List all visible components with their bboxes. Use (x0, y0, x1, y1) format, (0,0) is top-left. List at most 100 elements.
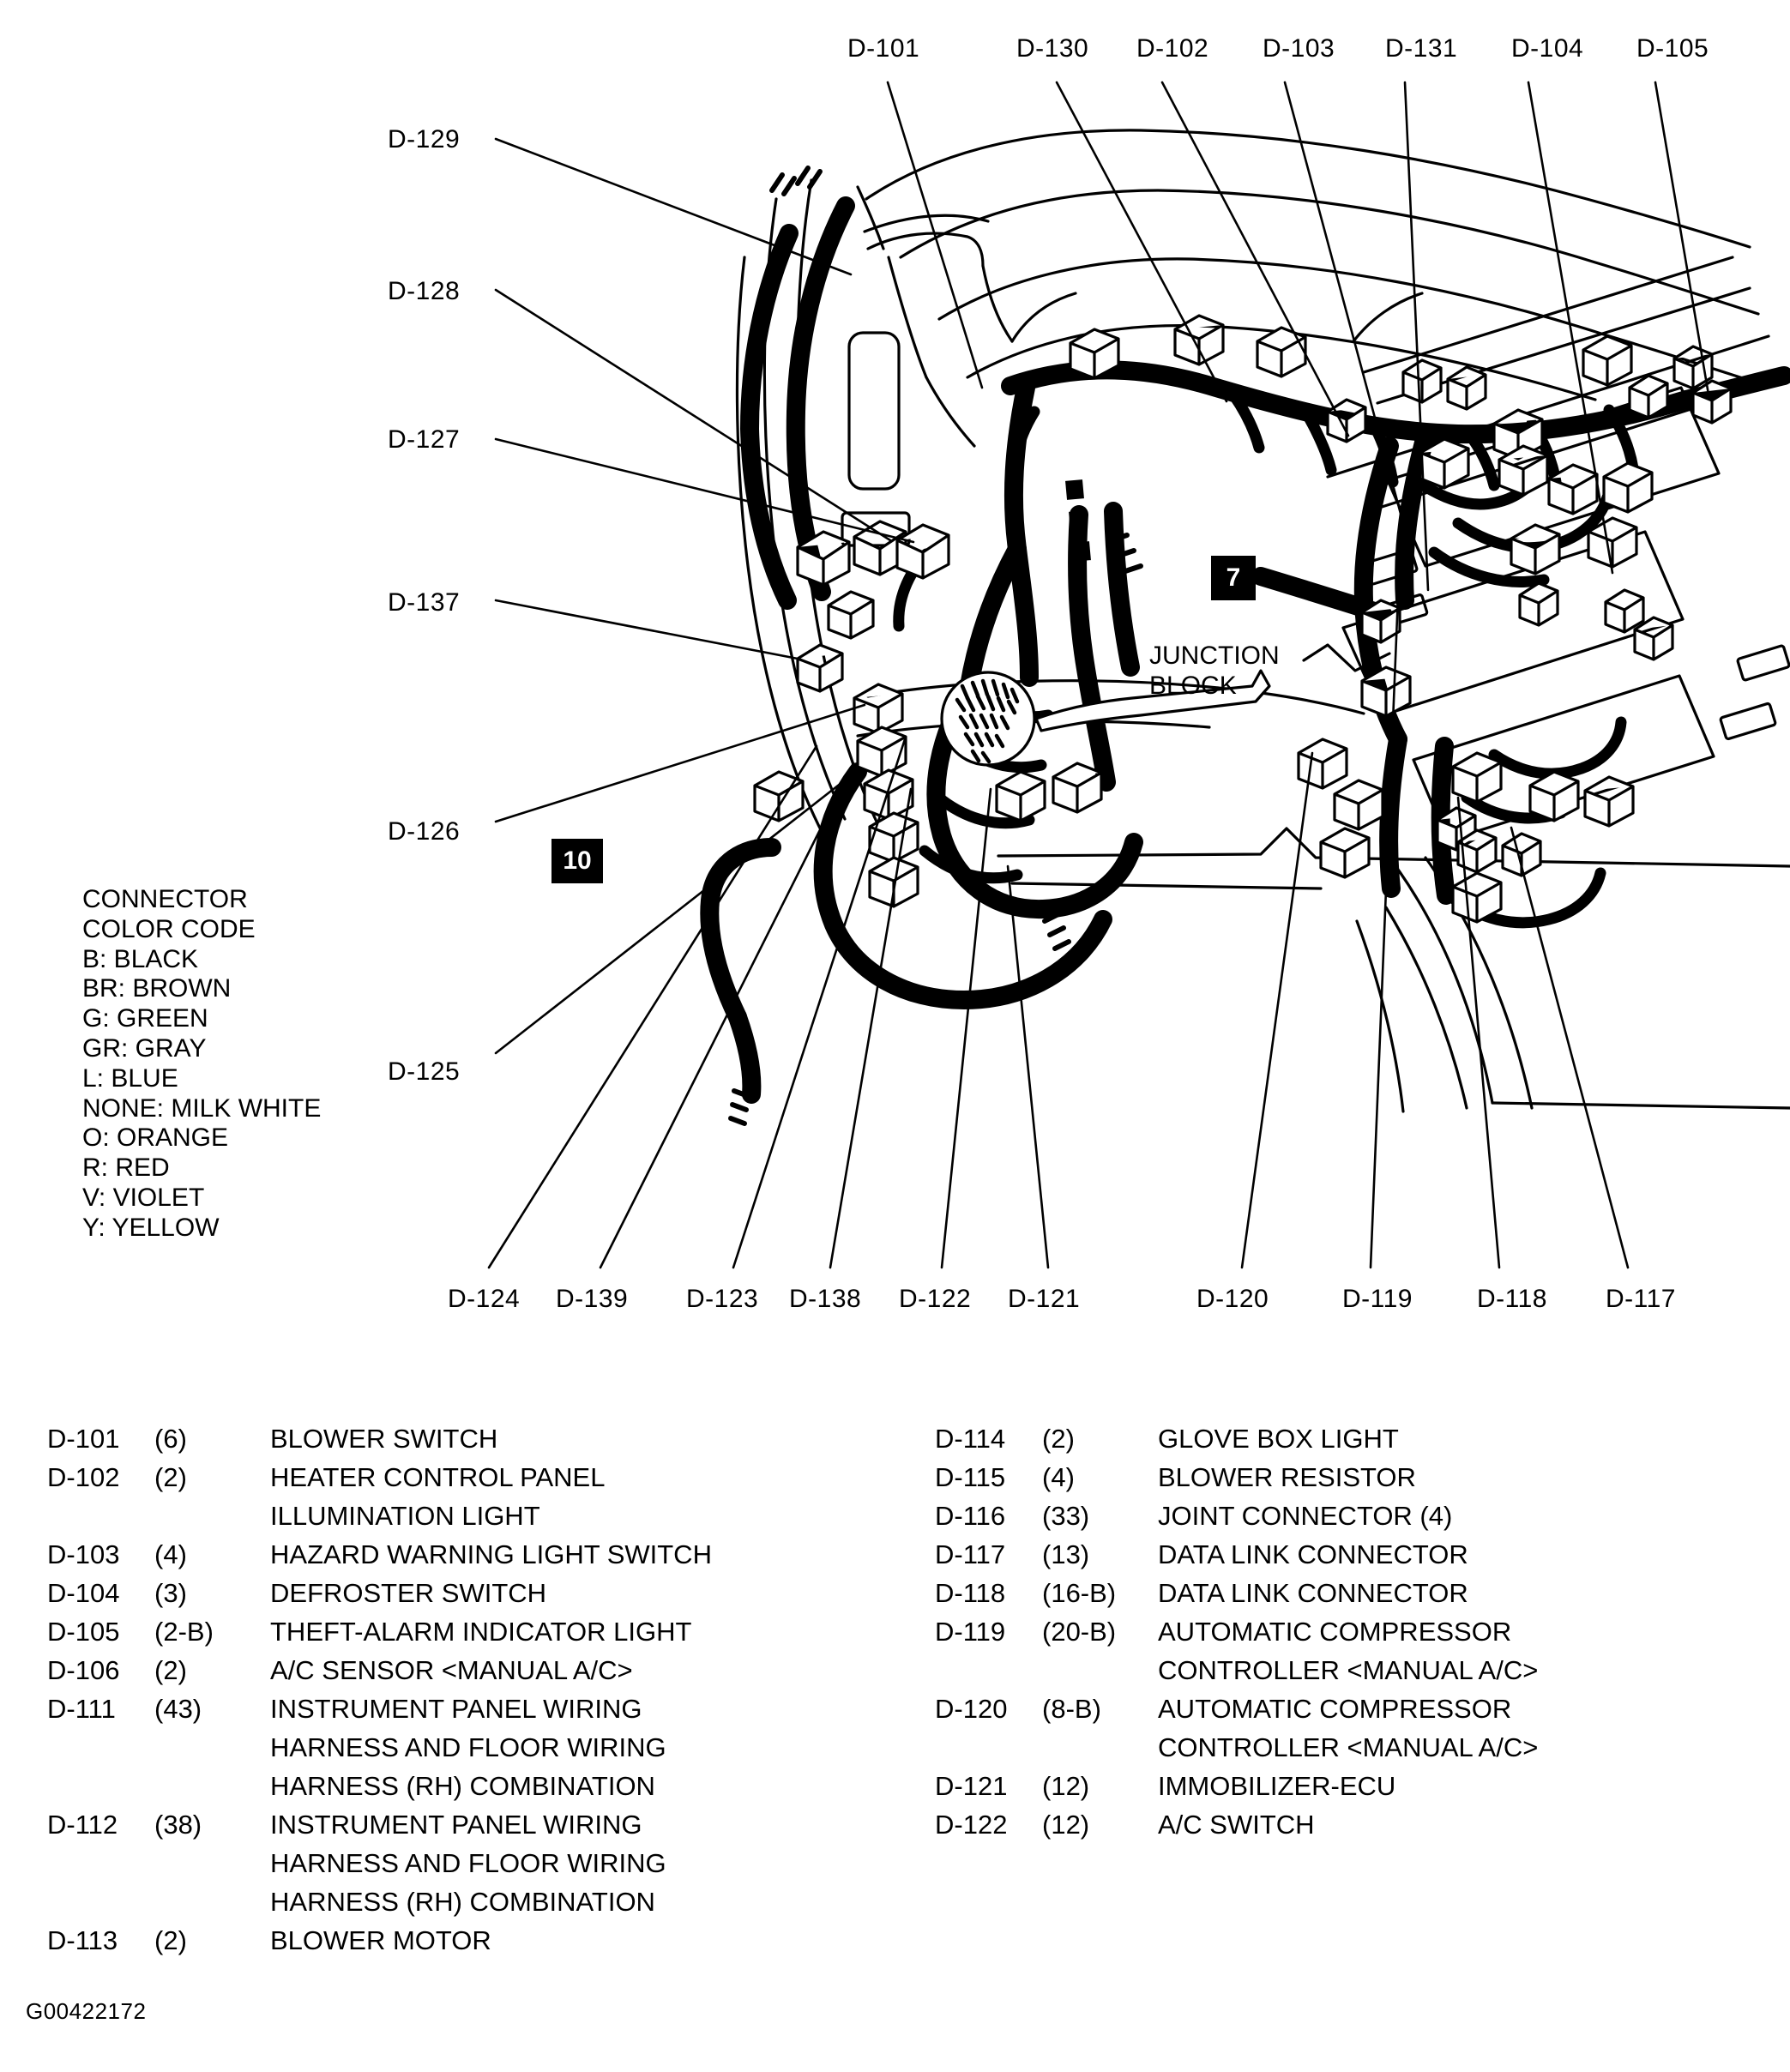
connector-list-row: HARNESS AND FLOOR WIRING (47, 1844, 905, 1882)
dashboard-illustration (487, 81, 1790, 1269)
step-badge-7: 7 (1211, 556, 1256, 600)
callout-d-123: D-123 (686, 1285, 759, 1313)
callout-d-126: D-126 (388, 817, 461, 846)
connector-list-row: HARNESS (RH) COMBINATION (47, 1882, 905, 1921)
connector-description: HARNESS AND FLOOR WIRING (270, 1732, 666, 1762)
connector-description: A/C SENSOR <MANUAL A/C> (270, 1655, 633, 1685)
color-code-entry: V: VIOLET (82, 1183, 205, 1212)
connector-pin-count: (3) (154, 1578, 187, 1608)
connector-list-row: D-119 (20-B) AUTOMATIC COMPRESSOR (935, 1612, 1758, 1651)
connector-description: BLOWER RESISTOR (1158, 1462, 1416, 1492)
connector-code: D-122 (935, 1810, 1008, 1840)
connector-list-row: D-120(8-B)AUTOMATIC COMPRESSOR (935, 1690, 1758, 1728)
leader-line-d-123 (732, 738, 907, 1269)
junction-block-pointer (1034, 669, 1271, 732)
callout-d-131: D-131 (1385, 34, 1458, 63)
callout-d-105: D-105 (1636, 34, 1709, 63)
connector-pin-count: (2) (154, 1462, 187, 1492)
connector-code: D-112 (47, 1810, 118, 1840)
callout-d-103: D-103 (1263, 34, 1335, 63)
color-code-title-2: COLOR CODE (82, 914, 256, 943)
connector-list-row: D-102(2)HEATER CONTROL PANEL (47, 1458, 905, 1497)
callout-d-130: D-130 (1016, 34, 1089, 63)
color-code-entry: G: GREEN (82, 1004, 208, 1033)
connector-code: D-106 (47, 1655, 120, 1685)
connector-description: INSTRUMENT PANEL WIRING (270, 1694, 642, 1724)
callout-d-129: D-129 (388, 125, 461, 154)
connector-description: DEFROSTER SWITCH (270, 1578, 547, 1608)
connector-list-row: D-105(2-B)THEFT-ALARM INDICATOR LIGHT (47, 1612, 905, 1651)
callout-d-124: D-124 (448, 1285, 521, 1313)
connector-description: HARNESS (RH) COMBINATION (270, 1771, 655, 1801)
callout-d-118: D-118 (1477, 1285, 1547, 1313)
leader-line-d-128 (494, 288, 892, 542)
connector-description: THEFT-ALARM INDICATOR LIGHT (270, 1617, 692, 1647)
connector-list-row: D-122(12)A/C SWITCH (935, 1805, 1758, 1844)
connector-list-row: HARNESS (RH) COMBINATION (47, 1767, 905, 1805)
leader-line-d-131 (1403, 81, 1430, 592)
callout-leader-lines (487, 81, 1710, 1269)
leader-line-d-138 (829, 787, 913, 1269)
connector-pin-count: (20-B) (1042, 1617, 1117, 1647)
callout-d-127: D-127 (388, 425, 461, 454)
leader-line-d-105 (1654, 81, 1710, 396)
connector-code: D-119 (935, 1617, 1006, 1647)
connector-pin-count: (13) (1042, 1539, 1090, 1569)
leader-line-d-117 (1510, 826, 1630, 1269)
color-code-entry: R: RED (82, 1153, 170, 1183)
connector-code: D-113 (47, 1925, 118, 1955)
callout-d-101: D-101 (847, 34, 920, 63)
connector-description: BLOWER SWITCH (270, 1424, 498, 1454)
connector-description: AUTOMATIC COMPRESSOR (1158, 1617, 1512, 1647)
callout-d-102: D-102 (1136, 34, 1209, 63)
connector-pin-count: (6) (154, 1424, 187, 1454)
leader-line-d-102 (1160, 81, 1350, 437)
connector-list-row: D-116(33)JOINT CONNECTOR (4) (935, 1497, 1758, 1535)
callout-d-121: D-121 (1008, 1285, 1081, 1313)
connector-list-row: D-106 (2) A/C SENSOR <MANUAL A/C> (47, 1651, 905, 1690)
connector-code: D-115 (935, 1462, 1006, 1492)
connector-pin-count: (2) (154, 1655, 187, 1685)
callout-d-122: D-122 (899, 1285, 972, 1313)
leader-line-d-125 (494, 768, 859, 1055)
connector-code: D-114 (935, 1424, 1006, 1454)
harness-sleeve (1065, 479, 1091, 562)
connector-description: CONTROLLER <MANUAL A/C> (1158, 1732, 1539, 1762)
callout-d-139: D-139 (556, 1285, 629, 1313)
connector-description: HARNESS AND FLOOR WIRING (270, 1848, 666, 1878)
connector-description: GLOVE BOX LIGHT (1158, 1424, 1399, 1454)
color-code-entry: O: ORANGE (82, 1123, 229, 1153)
connector-description: IMMOBILIZER-ECU (1158, 1771, 1396, 1801)
color-code-entry: GR: GRAY (82, 1033, 207, 1063)
connector-list-row: ILLUMINATION LIGHT (47, 1497, 905, 1535)
connector-code: D-117 (935, 1539, 1006, 1569)
junction-block-disc (940, 671, 1036, 767)
connector-description: INSTRUMENT PANEL WIRING (270, 1810, 642, 1840)
connector-list-row: D-111(43)INSTRUMENT PANEL WIRING (47, 1690, 905, 1728)
callout-d-120: D-120 (1196, 1285, 1269, 1313)
connector-pin-count: (12) (1042, 1771, 1090, 1801)
leader-line-d-126 (494, 703, 866, 823)
connector-pin-count: (33) (1042, 1501, 1090, 1531)
leader-line-d-129 (494, 137, 853, 276)
connector-code: D-121 (935, 1771, 1008, 1801)
connector-list-row: D-121 (12) IMMOBILIZER-ECU (935, 1767, 1758, 1805)
step-badge-7-label: 7 (1226, 563, 1241, 592)
connector-list-row: CONTROLLER <MANUAL A/C> (935, 1728, 1758, 1767)
connector-pin-count: (4) (154, 1539, 187, 1569)
color-code-entry: B: BLACK (82, 944, 199, 973)
connector-code: D-116 (935, 1501, 1006, 1531)
connector-pin-count: (2-B) (154, 1617, 214, 1647)
color-code-entry: L: BLUE (82, 1063, 178, 1093)
leader-line-d-101 (886, 81, 984, 389)
connector-list-row: HARNESS AND FLOOR WIRING (47, 1728, 905, 1767)
connector-pin-count: (12) (1042, 1810, 1090, 1840)
connector-description: CONTROLLER <MANUAL A/C> (1158, 1655, 1539, 1685)
callout-d-138: D-138 (789, 1285, 862, 1313)
junction-block-label: JUNCTION BLOCK (1149, 641, 1280, 700)
callout-d-128: D-128 (388, 277, 461, 305)
